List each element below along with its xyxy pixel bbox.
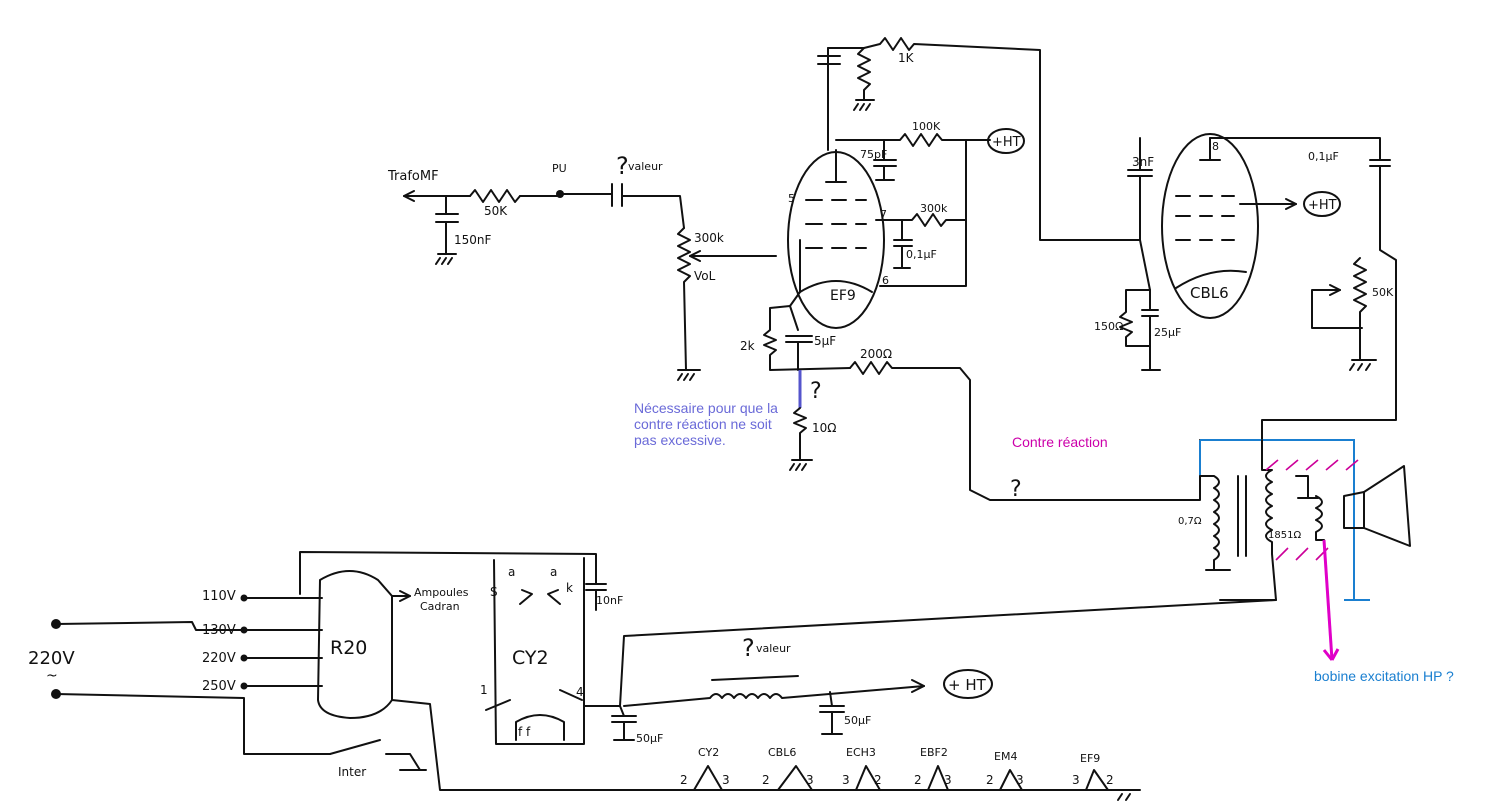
- label-pin-6: 6: [882, 274, 889, 287]
- label-fn-2a: 2: [680, 773, 688, 787]
- label-pin-4: 4: [576, 685, 584, 699]
- label-ef9: EF9: [830, 288, 856, 304]
- label-r-2k: 2k: [740, 339, 755, 353]
- ht-node-1: [987, 128, 1025, 154]
- label-r20: R20: [330, 637, 367, 659]
- label-pin-8: 8: [1212, 140, 1219, 153]
- label-trafo-mf: TrafoMF: [387, 169, 439, 184]
- output-transformer: 0,7Ω 1851Ω: [1178, 439, 1411, 661]
- label-q-feedback: ?: [1010, 477, 1022, 502]
- label-valeur-2: valeur: [756, 642, 791, 655]
- label-c-50uf-2: 50µF: [844, 714, 871, 727]
- label-ampoules: Ampoules: [414, 586, 469, 599]
- hp-excitation-note: bobine excitation HP ?: [1314, 668, 1454, 684]
- label-fil-ef9: EF9: [1080, 752, 1100, 765]
- label-cy2: CY2: [512, 647, 549, 669]
- label-r-150: 150Ω: [1094, 320, 1123, 333]
- label-cadran: Cadran: [420, 600, 460, 613]
- label-c-150nf: 150nF: [454, 233, 492, 247]
- label-v-110: 110V: [202, 589, 236, 604]
- ht-node-3: [943, 669, 993, 699]
- label-fil-cbl6: CBL6: [768, 746, 796, 759]
- label-r-50k-in: 50K: [484, 204, 508, 218]
- resistor-note: Nécessaire pour que la contre réaction n…: [634, 400, 778, 448]
- label-fil-ebf2: EBF2: [920, 746, 948, 759]
- label-r-10: 10Ω: [812, 421, 836, 435]
- label-fil-em4: EM4: [994, 750, 1017, 763]
- label-r-1850: 1851Ω: [1268, 530, 1301, 541]
- label-q-resistor: ?: [810, 379, 822, 404]
- label-pu: PU: [552, 162, 567, 175]
- label-fn-3d: 3: [944, 773, 952, 787]
- cbl6-stage: 8 3nF +HT CBL6 0,1µF 50K 150Ω 25µF: [1094, 133, 1397, 441]
- label-plus-ht-1: +HT: [992, 135, 1021, 150]
- volume-pot: [677, 227, 691, 371]
- label-c-01uf-out: 0,1µF: [1308, 150, 1339, 163]
- label-c-5uf: 5µF: [814, 334, 836, 348]
- cbl6-tube: [1161, 133, 1259, 319]
- label-v-220: 220V: [202, 651, 236, 666]
- label-cbl6: CBL6: [1190, 284, 1229, 302]
- label-fn-3e: 3: [1016, 773, 1024, 787]
- label-q-valeur-2: ?: [742, 634, 755, 662]
- label-pin-5: 5: [788, 192, 795, 205]
- label-q-valeur-1: ?: [616, 152, 629, 180]
- label-fn-3a: 3: [722, 773, 730, 787]
- ht-node-2: [1303, 191, 1341, 217]
- label-pin-s: S: [490, 585, 498, 599]
- label-r-100k: 100K: [912, 120, 941, 133]
- label-fn-2c: 2: [874, 773, 882, 787]
- label-plus-ht-2: +HT: [1308, 198, 1337, 213]
- label-fil-cy2: CY2: [698, 746, 719, 759]
- power-supply: 220V ~ 110V 130V 220V 250V R20 Ampoules …: [28, 551, 1277, 791]
- label-vol: VoL: [694, 269, 716, 283]
- label-pin-a1: a: [508, 565, 515, 579]
- label-v-130: 130V: [202, 623, 236, 638]
- label-c-3nf: 3nF: [1132, 155, 1154, 169]
- label-mains-220: 220V: [28, 648, 75, 669]
- filament-chain: CY2 CBL6 ECH3 EBF2 EM4 EF9 2 3 2 3 3 2 2…: [680, 746, 1141, 801]
- label-c-50uf-1: 50µF: [636, 732, 663, 745]
- label-pin-7: 7: [880, 208, 887, 221]
- input-section: TrafoMF 50K 150nF PU ? valeur 300k VoL: [387, 152, 777, 381]
- label-fn-2d: 2: [914, 773, 922, 787]
- label-fn-2f: 2: [1106, 773, 1114, 787]
- label-pin-a2: a: [550, 565, 557, 579]
- label-valeur-1: valeur: [628, 160, 663, 173]
- label-tilde: ~: [46, 668, 58, 684]
- label-plus-ht-3: + HT: [948, 676, 987, 694]
- label-r-07: 0,7Ω: [1178, 516, 1202, 527]
- label-c-25uf: 25µF: [1154, 326, 1181, 339]
- ef9-stage: 1K 100K +HT 75pF 300k 0,1µF 5 7 6 EF9 2k…: [740, 37, 1201, 502]
- label-fn-3f: 3: [1072, 773, 1080, 787]
- label-c-10nf: 10nF: [596, 594, 623, 607]
- label-r-50k-out: 50K: [1372, 286, 1394, 299]
- label-fn-3c: 3: [842, 773, 850, 787]
- label-fn-3b: 3: [806, 773, 814, 787]
- label-c-75pf: 75pF: [860, 148, 887, 161]
- label-fn-2e: 2: [986, 773, 994, 787]
- label-fn-2b: 2: [762, 773, 770, 787]
- label-inter: Inter: [338, 765, 366, 779]
- label-pot-300k: 300k: [694, 231, 724, 245]
- label-fil-ecl3: ECH3: [846, 746, 876, 759]
- contre-reaction-note: Contre réaction: [1012, 434, 1108, 450]
- label-r-1k: 1K: [898, 51, 915, 65]
- label-v-250: 250V: [202, 679, 236, 694]
- resistor-50k-in: [469, 189, 521, 203]
- label-pin-1: 1: [480, 683, 488, 697]
- label-c-01uf: 0,1µF: [906, 248, 937, 261]
- label-r-200: 200Ω: [860, 347, 892, 361]
- label-ff: f f: [518, 725, 531, 739]
- label-pin-k: k: [566, 581, 573, 595]
- label-r-300k: 300k: [920, 202, 948, 215]
